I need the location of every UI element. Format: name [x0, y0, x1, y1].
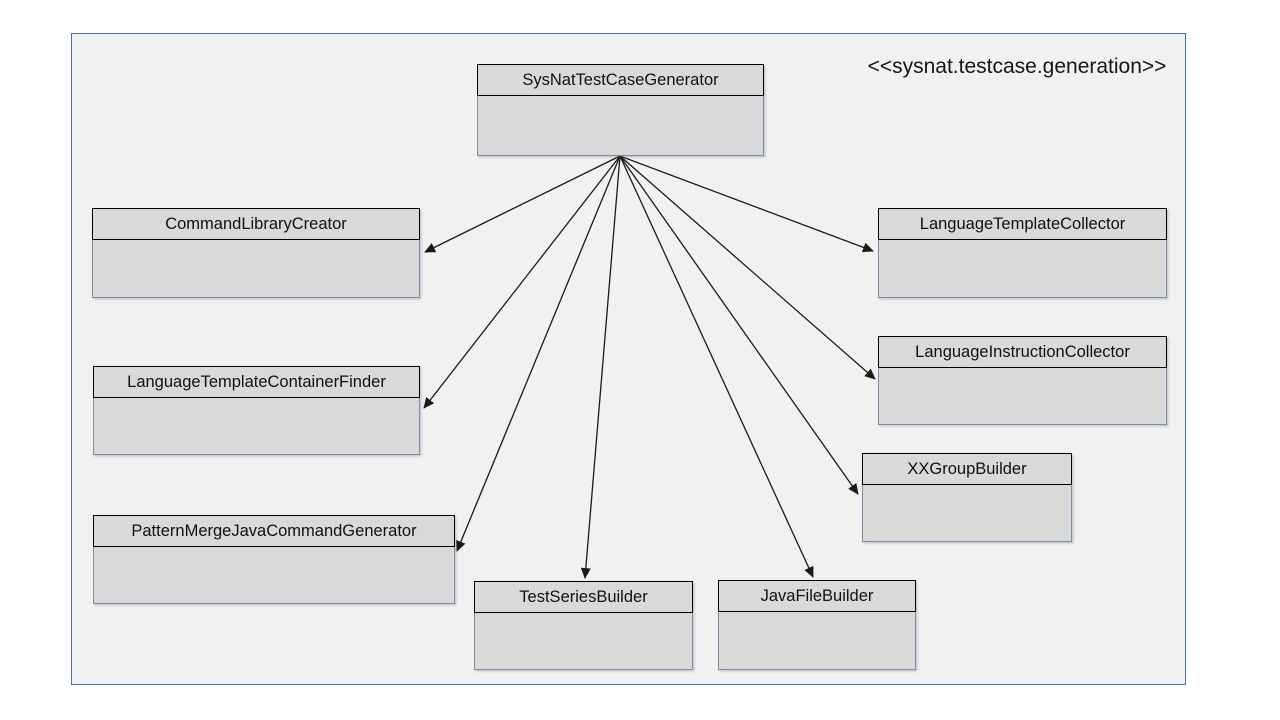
class-title: LanguageTemplateContainerFinder: [93, 366, 420, 398]
class-body: [879, 240, 1166, 297]
package-stereotype-label: <<sysnat.testcase.generation>>: [867, 55, 1167, 78]
class-title: JavaFileBuilder: [718, 580, 916, 612]
class-body: [94, 547, 454, 603]
class-title: LanguageInstructionCollector: [878, 336, 1167, 368]
class-title: TestSeriesBuilder: [474, 581, 693, 613]
class-box-commandlibrarycreator[interactable]: CommandLibraryCreator: [92, 208, 420, 298]
class-body: [863, 485, 1071, 541]
class-box-languageinstructioncollector[interactable]: LanguageInstructionCollector: [878, 336, 1167, 425]
class-body: [475, 613, 692, 669]
class-title: XXGroupBuilder: [862, 453, 1072, 485]
class-title: PatternMergeJavaCommandGenerator: [93, 515, 455, 547]
class-body: [94, 398, 419, 454]
class-box-javafilebuilder[interactable]: JavaFileBuilder: [718, 580, 916, 670]
class-box-patternmergejavacommandgenerator[interactable]: PatternMergeJavaCommandGenerator: [93, 515, 455, 604]
class-box-xxgroupbuilder[interactable]: XXGroupBuilder: [862, 453, 1072, 542]
class-body: [719, 612, 915, 669]
class-title: SysNatTestCaseGenerator: [477, 64, 764, 96]
class-box-sysnattestcasegenerator[interactable]: SysNatTestCaseGenerator: [477, 64, 764, 156]
class-box-languagetemplatecollector[interactable]: LanguageTemplateCollector: [878, 208, 1167, 298]
class-body: [879, 368, 1166, 424]
class-body: [478, 96, 763, 155]
class-title: CommandLibraryCreator: [92, 208, 420, 240]
class-box-testseriesbuilder[interactable]: TestSeriesBuilder: [474, 581, 693, 670]
class-body: [93, 240, 419, 297]
class-title: LanguageTemplateCollector: [878, 208, 1167, 240]
class-box-languagetemplatecontainerfinder[interactable]: LanguageTemplateContainerFinder: [93, 366, 420, 455]
